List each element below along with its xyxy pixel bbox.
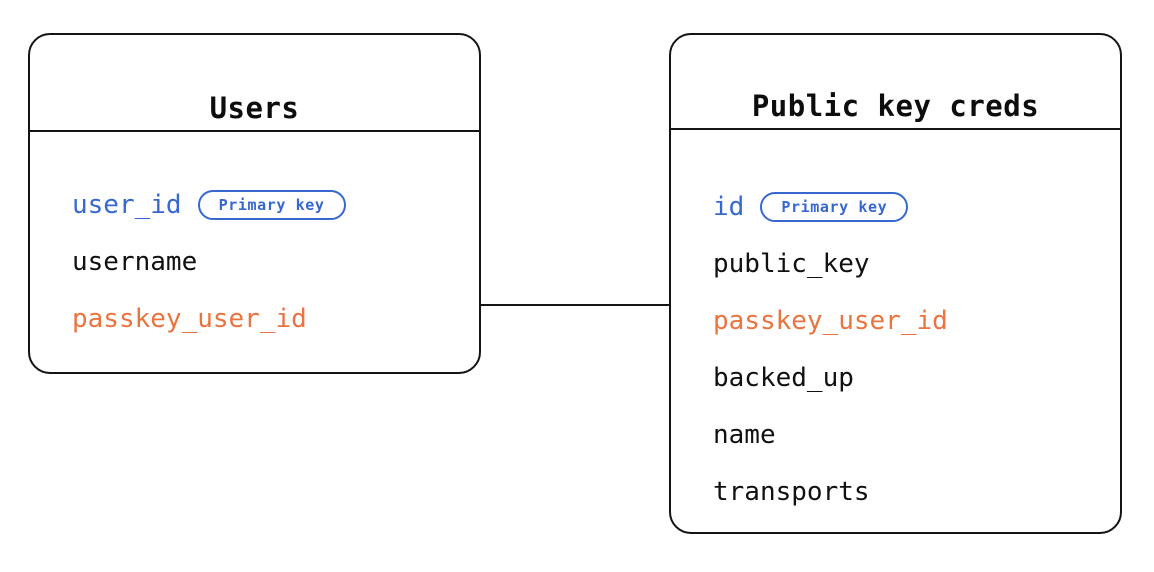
entity-users[interactable]: Users user_id Primary key username passk… [28, 33, 481, 374]
entity-users-header-divider [28, 130, 481, 132]
field-name-name: name [713, 419, 776, 450]
entity-public-key-creds-header-divider [669, 128, 1122, 130]
field-row-passkey-user-id[interactable]: passkey_user_id [72, 290, 467, 347]
primary-key-badge: Primary key [760, 191, 909, 222]
entity-users-title: Users [209, 91, 300, 125]
entity-users-field-list: user_id Primary key username passkey_use… [72, 176, 467, 347]
field-row-user-id[interactable]: user_id Primary key [72, 176, 467, 233]
field-name-public-key: public_key [713, 248, 870, 279]
field-row-public-key[interactable]: public_key [713, 235, 1108, 292]
field-row-id[interactable]: id Primary key [713, 178, 1108, 235]
primary-key-badge: Primary key [197, 189, 346, 220]
entity-public-key-creds-field-list: id Primary key public_key passkey_user_i… [713, 178, 1108, 520]
field-name-backed-up: backed_up [713, 362, 854, 393]
field-name-user-id: user_id [72, 189, 182, 220]
relationship-connector-line [479, 304, 671, 306]
field-row-backed-up[interactable]: backed_up [713, 349, 1108, 406]
field-name-passkey-user-id: passkey_user_id [72, 303, 307, 334]
field-row-name[interactable]: name [713, 406, 1108, 463]
entity-public-key-creds[interactable]: Public key creds id Primary key public_k… [669, 33, 1122, 534]
field-row-username[interactable]: username [72, 233, 467, 290]
field-name-id: id [713, 191, 745, 222]
field-name-transports: transports [713, 476, 870, 507]
field-row-transports[interactable]: transports [713, 463, 1108, 520]
field-name-username: username [72, 246, 198, 277]
field-name-passkey-user-id: passkey_user_id [713, 305, 948, 336]
field-row-passkey-user-id[interactable]: passkey_user_id [713, 292, 1108, 349]
entity-public-key-creds-title: Public key creds [751, 89, 1040, 123]
